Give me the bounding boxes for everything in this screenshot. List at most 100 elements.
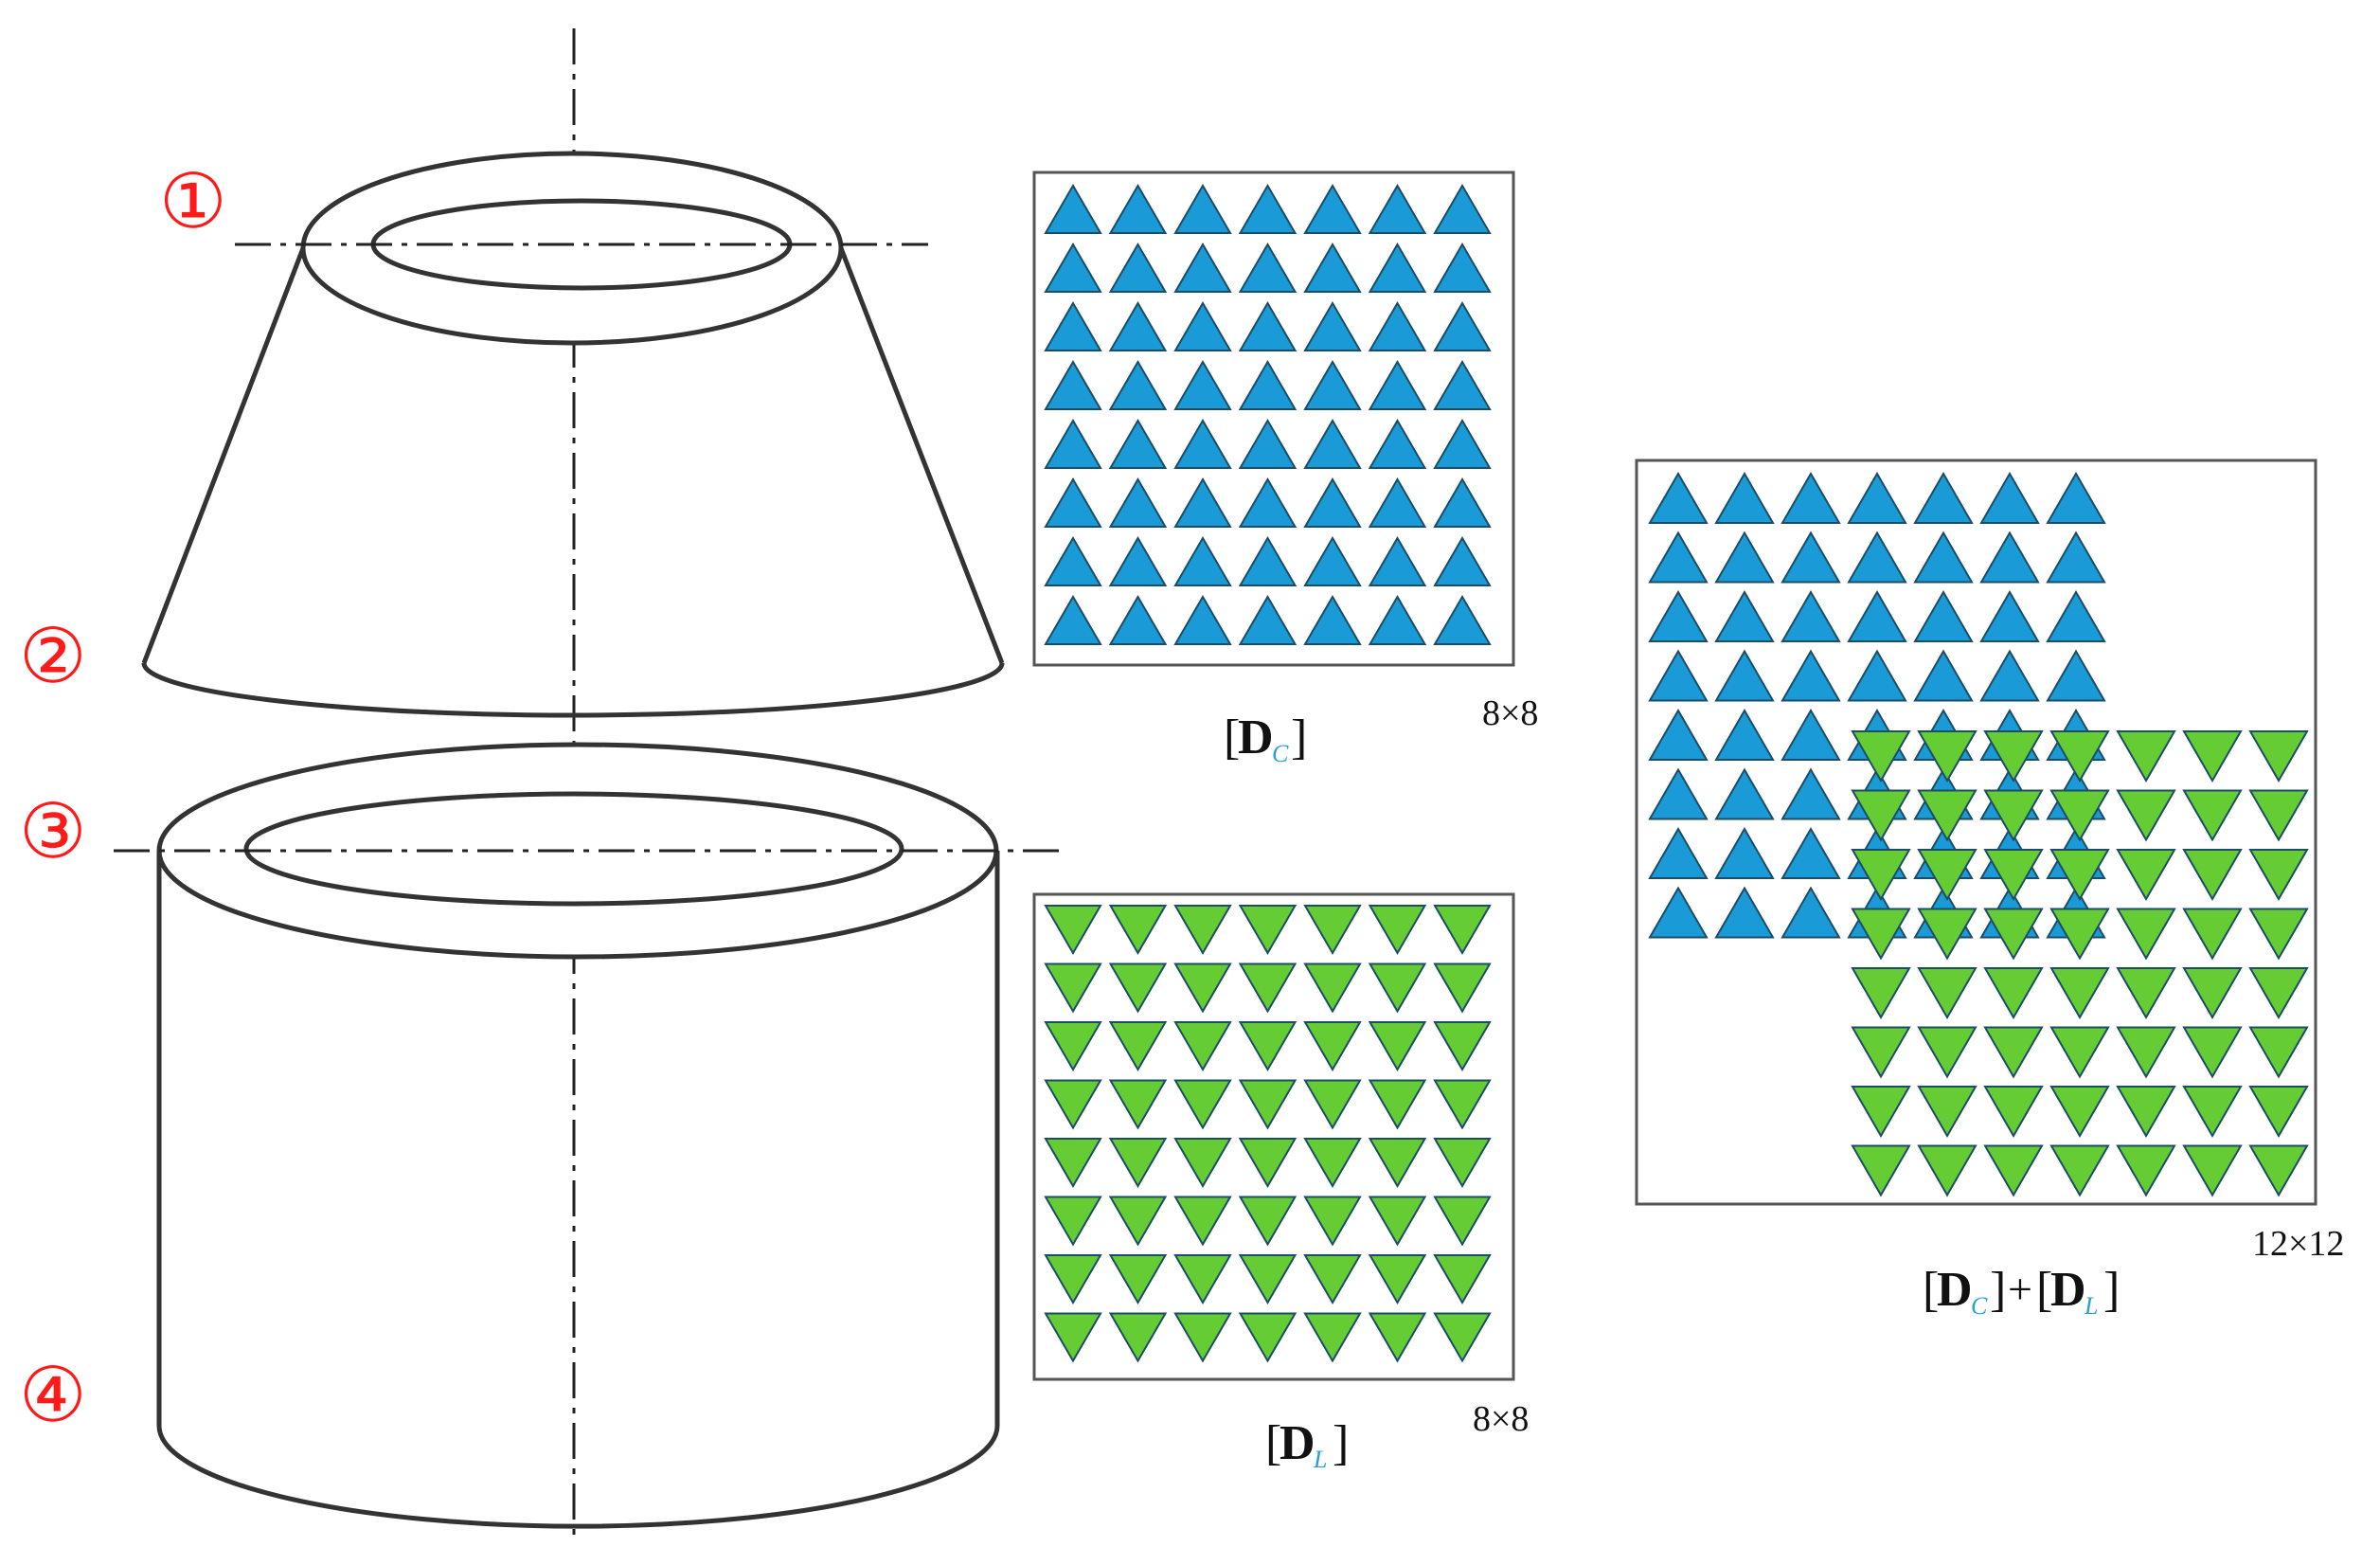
combined-dl-triangle-cell-6-6 <box>2248 1086 2309 1139</box>
dl-triangle-cell-4-5 <box>1368 1138 1427 1188</box>
combined-dl-triangle-cell-3-4 <box>2116 908 2176 961</box>
combined-dl-triangle-cell-2-3 <box>2049 849 2110 902</box>
combined-matrix-box <box>1635 459 2317 1206</box>
dl-triangle-cell-6-5 <box>1368 1254 1427 1304</box>
dc-triangle-cell-4-6 <box>1433 419 1492 469</box>
dc-triangle-cell-1-4 <box>1303 243 1362 293</box>
dc-triangle-cell-0-4 <box>1303 184 1362 234</box>
combined-dc-triangle-cell-0-6 <box>2046 471 2106 524</box>
dc-triangle-cell-7-4 <box>1303 595 1362 645</box>
combined-dl-triangle-cell-7-2 <box>1983 1144 2044 1197</box>
combined-dc-triangle-cell-2-5 <box>1979 589 2040 642</box>
combined-dl-triangle-cell-5-3 <box>2049 1026 2110 1079</box>
combined-matrix-size: 12×12 <box>2252 1224 2344 1264</box>
dc-triangle-cell-2-6 <box>1433 301 1492 351</box>
combined-dl-triangle-cell-3-3 <box>2049 908 2110 961</box>
combined-matrix-label: [ D C ] + [ D L ] <box>1923 1263 2120 1320</box>
dc-triangle-cell-6-6 <box>1433 536 1492 586</box>
dl-triangle-cell-5-6 <box>1433 1196 1492 1247</box>
combined-label-dl-letter: D <box>2050 1263 2086 1317</box>
dc-triangle-cell-7-2 <box>1173 595 1232 645</box>
dc-triangle-cell-3-3 <box>1238 360 1297 410</box>
combined-dl-triangle-cell-2-6 <box>2248 849 2309 902</box>
marker-3: ③ <box>19 791 87 874</box>
dc-triangle-cell-7-0 <box>1044 595 1102 645</box>
dc-triangle-cell-0-3 <box>1238 184 1297 234</box>
dl-triangle-cell-2-4 <box>1303 1021 1362 1071</box>
combined-dc-triangle-cell-7-0 <box>1648 886 1709 939</box>
dc-triangle-cell-5-4 <box>1303 477 1362 528</box>
dl-label-close-bracket: ] <box>1333 1416 1349 1470</box>
cylinder <box>156 742 1000 1529</box>
combined-dc-triangle-cell-3-3 <box>1847 649 1907 702</box>
dl-triangle-cell-2-2 <box>1173 1021 1232 1071</box>
dl-triangle-cell-6-1 <box>1108 1254 1168 1304</box>
dl-triangle-cell-0-6 <box>1433 905 1492 955</box>
combined-dc-triangle-cell-0-3 <box>1847 471 1907 524</box>
dc-triangle-cell-2-2 <box>1173 301 1232 351</box>
combined-dc-triangle-cell-5-1 <box>1714 767 1775 820</box>
combined-dc-triangle-cell-2-6 <box>2046 589 2106 642</box>
dl-triangle-cell-7-4 <box>1303 1312 1362 1363</box>
combined-dc-triangle-cell-0-1 <box>1714 471 1775 524</box>
dc-label-close-bracket: ] <box>1291 711 1307 765</box>
dc-triangle-cell-7-3 <box>1238 595 1297 645</box>
dc-triangle-cell-7-5 <box>1368 595 1427 645</box>
dl-triangle-cell-4-6 <box>1433 1138 1492 1188</box>
dc-triangle-cell-2-0 <box>1044 301 1102 351</box>
combined-dc-triangle-cell-1-4 <box>1913 531 1974 584</box>
dl-triangle-cell-3-4 <box>1303 1079 1362 1130</box>
dl-triangle-cell-7-1 <box>1108 1312 1168 1363</box>
combined-dl-triangle-cell-2-1 <box>1917 849 1977 902</box>
combined-dl-triangle-cell-1-2 <box>1983 789 2044 842</box>
dl-triangle-cell-2-1 <box>1108 1021 1168 1071</box>
dl-triangle-cell-5-2 <box>1173 1196 1232 1247</box>
combined-dl-triangle-cell-3-1 <box>1917 908 1977 961</box>
combined-dc-triangle-cell-4-2 <box>1781 708 1841 761</box>
combined-dc-triangle-cell-3-4 <box>1913 649 1974 702</box>
dl-triangle-cell-3-2 <box>1173 1079 1232 1130</box>
dl-triangle-cell-1-4 <box>1303 962 1362 1014</box>
combined-dl-triangle-cell-0-5 <box>2182 730 2243 783</box>
dl-label-subscript: L <box>1313 1446 1327 1473</box>
combined-dc-triangle-cell-5-2 <box>1781 767 1841 820</box>
dl-triangle-cell-5-0 <box>1044 1196 1102 1247</box>
combined-dl-triangle-cell-0-2 <box>1983 730 2044 783</box>
dl-triangle-cell-3-0 <box>1044 1079 1102 1130</box>
dl-triangle-cell-3-1 <box>1108 1079 1168 1130</box>
dl-triangle-cell-0-1 <box>1108 905 1168 955</box>
combined-dc-triangle-cell-4-1 <box>1714 708 1775 761</box>
dl-triangle-cell-1-1 <box>1108 962 1168 1014</box>
combined-dl-triangle-cell-7-5 <box>2182 1144 2243 1197</box>
combined-dc-triangle-cell-1-0 <box>1648 531 1709 584</box>
combined-dl-triangle-cell-7-4 <box>2116 1144 2176 1197</box>
combined-dc-triangle-cell-2-4 <box>1913 589 1974 642</box>
combined-dl-triangle-cell-3-5 <box>2182 908 2243 961</box>
cone-right-edge <box>838 247 1005 664</box>
combined-dc-triangle-cell-3-0 <box>1648 649 1709 702</box>
combined-dc-triangle-cell-0-0 <box>1648 471 1709 524</box>
dc-label-open-bracket: [ <box>1224 711 1240 765</box>
dl-triangle-cell-0-5 <box>1368 905 1427 955</box>
combined-dl-triangle-cell-2-4 <box>2116 849 2176 902</box>
dc-triangle-cell-1-1 <box>1108 243 1168 293</box>
dl-triangle-cell-2-3 <box>1238 1021 1297 1071</box>
dc-triangle-cell-1-2 <box>1173 243 1232 293</box>
combined-dc-triangle-cell-2-0 <box>1648 589 1709 642</box>
combined-dl-triangle-cell-0-1 <box>1917 730 1977 783</box>
dc-triangle-cell-5-3 <box>1238 477 1297 528</box>
dl-triangle-cell-0-3 <box>1238 905 1297 955</box>
dc-triangle-cell-2-3 <box>1238 301 1297 351</box>
dc-triangle-cell-3-0 <box>1044 360 1102 410</box>
combined-dc-triangle-cell-6-1 <box>1714 826 1775 879</box>
dc-triangle-cell-2-4 <box>1303 301 1362 351</box>
marker-4: ④ <box>19 1355 87 1438</box>
combined-dl-triangle-cell-0-6 <box>2248 730 2309 783</box>
combined-dc-triangle-cell-2-2 <box>1781 589 1841 642</box>
combined-dc-triangle-cell-3-1 <box>1714 649 1775 702</box>
dc-matrix-grid <box>1044 184 1492 645</box>
combined-dl-grid <box>1851 730 2309 1197</box>
combined-label-open-bracket-1: [ <box>1923 1263 1939 1317</box>
combined-dc-triangle-cell-4-0 <box>1648 708 1709 761</box>
dl-triangle-cell-6-2 <box>1173 1254 1232 1304</box>
